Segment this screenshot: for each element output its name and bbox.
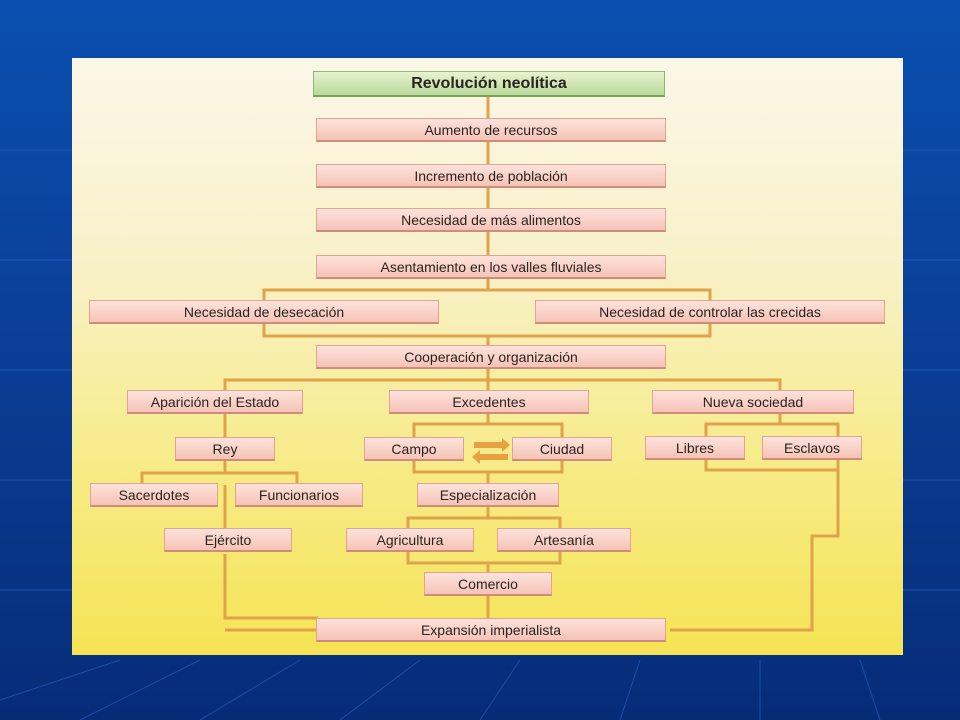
node-cooperacion: Cooperación y organización <box>316 345 666 369</box>
connector-lines <box>140 97 840 632</box>
node-rey: Rey <box>175 437 275 461</box>
node-especializacion: Especialización <box>417 483 559 507</box>
node-expansion-imperialista: Expansión imperialista <box>316 618 666 642</box>
node-desecacion: Necesidad de desecación <box>89 300 439 324</box>
node-aumento-recursos: Aumento de recursos <box>316 118 666 142</box>
node-revolucion-neolitica: Revolución neolítica <box>313 71 665 97</box>
node-aparicion-estado: Aparición del Estado <box>127 390 303 414</box>
node-necesidad-alimentos: Necesidad de más alimentos <box>316 208 666 232</box>
node-nueva-sociedad: Nueva sociedad <box>652 390 854 414</box>
node-agricultura: Agricultura <box>346 528 474 552</box>
node-asentamiento: Asentamiento en los valles fluviales <box>316 255 666 279</box>
node-artesania: Artesanía <box>497 528 631 552</box>
node-funcionarios: Funcionarios <box>235 483 363 507</box>
node-ciudad: Ciudad <box>512 437 612 461</box>
node-crecidas: Necesidad de controlar las crecidas <box>535 300 885 324</box>
node-esclavos: Esclavos <box>762 436 862 460</box>
node-excedentes: Excedentes <box>389 390 589 414</box>
node-ejercito: Ejército <box>164 528 292 552</box>
node-sacerdotes: Sacerdotes <box>90 483 218 507</box>
node-comercio: Comercio <box>424 572 552 596</box>
node-libres: Libres <box>645 436 745 460</box>
exchange-arrows-icon <box>472 438 510 464</box>
node-incremento-poblacion: Incremento de población <box>316 164 666 188</box>
node-campo: Campo <box>364 437 464 461</box>
diagram-panel: Revolución neolítica Aumento de recursos… <box>72 58 903 655</box>
